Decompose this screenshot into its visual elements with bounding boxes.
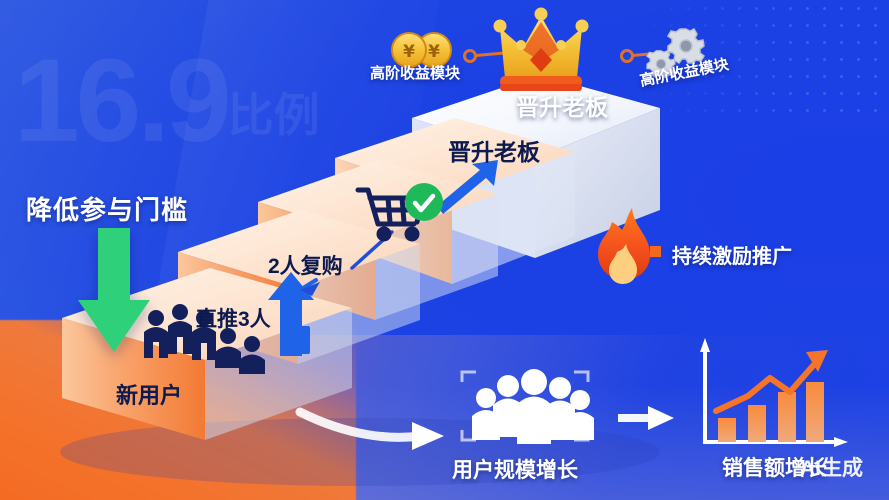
dot-pattern-decoration	[629, 0, 889, 112]
label-sales-growth: 销售额增长	[722, 457, 827, 480]
bar-chart-growth-icon	[700, 338, 848, 447]
pointer-2	[300, 282, 320, 296]
label-step-promote-boss: 晋升老板	[448, 139, 540, 165]
label-lower-threshold: 降低参与门槛	[26, 195, 189, 225]
percentage-watermark: 16.9比例	[14, 42, 320, 160]
watermark-number: 16.9	[14, 35, 232, 167]
svg-text:¥: ¥	[428, 42, 440, 62]
label-continuous-promotion: 持续激励推广	[672, 246, 792, 268]
arrow-right-icon-curved	[295, 407, 444, 450]
label-step-promote-boss-top: 晋升老板	[516, 94, 608, 120]
svg-text:¥: ¥	[403, 42, 415, 62]
people-group-icon-crowd	[472, 369, 594, 444]
label-step-direct-referral: 直推3人	[196, 308, 271, 331]
square-bullet-icon	[650, 246, 661, 257]
ai-generated-watermark: AI生成	[800, 457, 863, 480]
watermark-label: 比例	[227, 89, 320, 141]
blue-tile-decoration	[296, 326, 310, 354]
people-group-icon-step1	[144, 304, 265, 374]
label-step-repurchase: 2人复购	[268, 255, 343, 278]
crown-icon	[493, 7, 589, 91]
label-step-new-user: 新用户	[116, 383, 183, 408]
arrow-up-icon-2	[437, 160, 498, 214]
fire-icon	[598, 208, 650, 284]
arrow-down-icon	[78, 228, 150, 352]
coins-icon: ¥ ¥	[391, 32, 452, 68]
label-coins-module: 高阶收益模块	[370, 65, 461, 82]
gears-icon	[646, 28, 705, 79]
check-circle-icon	[405, 183, 443, 221]
arrow-up-icon-1	[268, 272, 314, 356]
label-user-growth: 用户规模增长	[452, 459, 578, 482]
arrow-right-icon-straight	[618, 406, 674, 430]
pointer-line-1	[298, 278, 318, 292]
